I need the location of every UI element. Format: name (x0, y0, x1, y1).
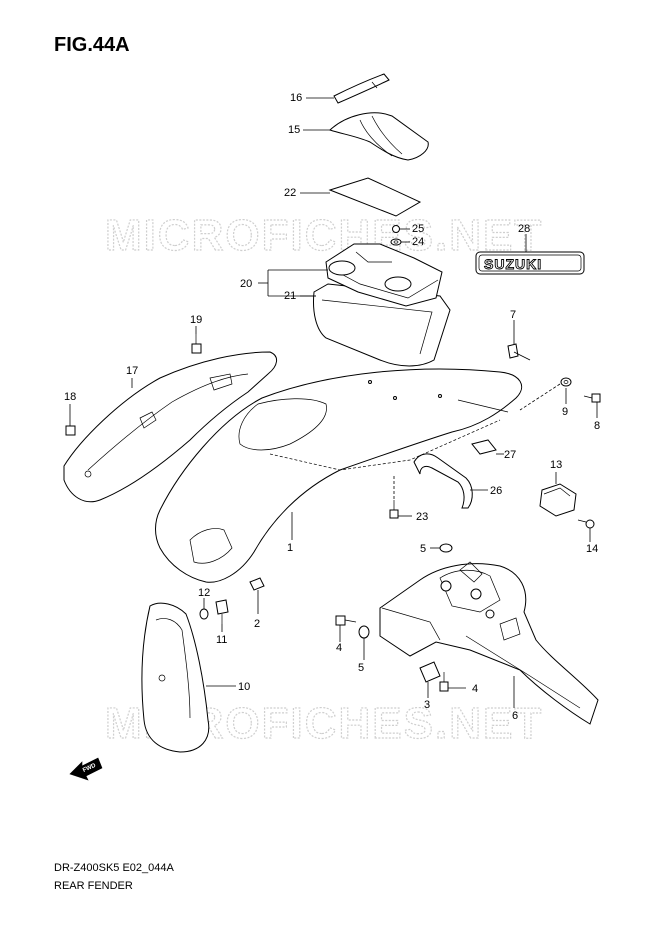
fwd-label: FWD (82, 762, 98, 773)
part-10-mud-flap[interactable] (141, 602, 210, 753)
part-7-clip[interactable] (507, 343, 519, 359)
part-23-bolt[interactable] (389, 500, 399, 519)
callout-4-lower: 4 (472, 683, 478, 695)
callout-13: 13 (550, 459, 562, 471)
callout-7: 7 (510, 309, 516, 321)
callout-1: 1 (287, 542, 293, 554)
callout-27: 27 (504, 449, 516, 461)
part-20-toolbox[interactable] (313, 243, 451, 367)
callout-28: 28 (518, 223, 530, 235)
part-6-rear-bracket[interactable] (379, 561, 599, 725)
part-13-reflector-bracket[interactable] (539, 483, 577, 517)
callout-14: 14 (586, 543, 598, 555)
callout-16: 16 (290, 92, 302, 104)
callout-21: 21 (284, 290, 296, 302)
callout-9: 9 (562, 406, 568, 418)
figure-code: DR-Z400SK5 E02_044A (54, 862, 174, 874)
callout-18: 18 (64, 391, 76, 403)
callout-3: 3 (424, 699, 430, 711)
part-4-bolt-left[interactable] (335, 615, 357, 626)
callout-25: 25 (412, 223, 424, 235)
callout-24: 24 (412, 236, 424, 248)
part-1-rear-fender[interactable] (155, 368, 522, 583)
part-16-strap[interactable] (333, 73, 390, 104)
callout-11: 11 (216, 634, 227, 646)
callout-17: 17 (126, 365, 138, 377)
part-19-bolt[interactable] (191, 334, 202, 354)
callout-5-upper: 5 (420, 543, 426, 555)
callout-10: 10 (238, 681, 250, 693)
callout-8: 8 (594, 420, 600, 432)
callout-22: 22 (284, 187, 296, 199)
part-5-nut-lower[interactable] (358, 625, 370, 639)
part-15-cover[interactable] (329, 112, 429, 161)
part-18-bolt[interactable] (65, 425, 76, 436)
part-4-bolt-lower[interactable] (439, 672, 449, 692)
part-9-washer[interactable] (560, 377, 572, 387)
part-2-bolt[interactable] (249, 577, 265, 591)
callout-26: 26 (490, 485, 502, 497)
figure-title: FIG.44A (54, 34, 130, 56)
part-5-nut-upper[interactable] (439, 543, 453, 553)
callout-20: 20 (240, 278, 252, 290)
part-26-grab-handle[interactable] (413, 453, 473, 509)
part-8-bolt[interactable] (583, 393, 601, 403)
part-28-emblem[interactable]: SUZUKI (475, 251, 585, 275)
part-12-washer[interactable] (199, 608, 209, 620)
callout-12: 12 (198, 587, 210, 599)
fwd-arrow-icon: FWD (69, 757, 103, 781)
callout-15: 15 (288, 124, 300, 136)
callout-5-lower: 5 (358, 662, 364, 674)
part-17-side-cover[interactable] (63, 351, 277, 503)
part-25-nut[interactable] (392, 225, 400, 233)
callout-6: 6 (512, 710, 518, 722)
figure-caption: REAR FENDER (54, 880, 133, 892)
callout-4-left: 4 (336, 642, 342, 654)
part-3-clip[interactable] (419, 661, 441, 683)
part-22-pad[interactable] (328, 177, 422, 217)
part-24-washer[interactable] (390, 238, 402, 246)
part-11-bolt[interactable] (215, 599, 229, 624)
callout-19: 19 (190, 314, 202, 326)
part-27-pad[interactable] (471, 439, 497, 455)
watermark-top: MICROFICHES.NET (105, 211, 543, 260)
part-14-screw[interactable] (577, 519, 595, 529)
callout-23: 23 (416, 511, 428, 523)
callout-2: 2 (254, 618, 260, 630)
suzuki-logo-text: SUZUKI (484, 256, 542, 272)
